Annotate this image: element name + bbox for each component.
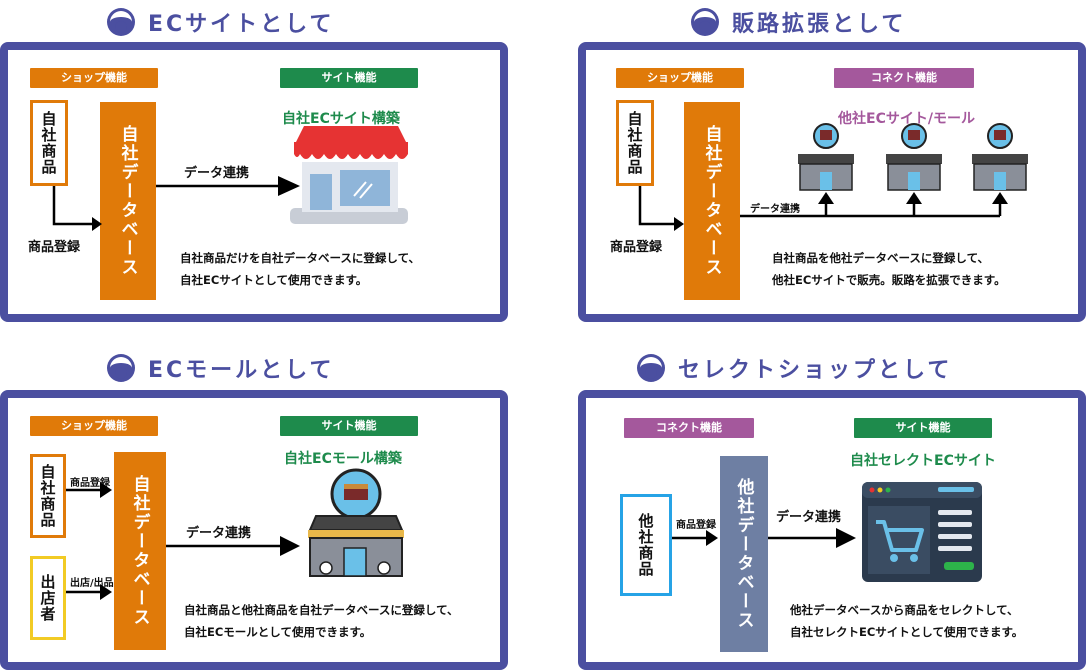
store-register-label: 出店/出品 [70, 578, 114, 589]
ec-site-browser-icon [862, 482, 982, 582]
tag-site-function: サイト機能 [280, 68, 418, 88]
title-ec-site: ECサイトとして [106, 6, 335, 38]
panel-ec-site: ショップ機能 サイト機能 自社商品 自社データベース 商品登録 データ連携 自社… [0, 42, 508, 322]
title-text: セレクトショップとして [678, 358, 953, 383]
partner-store-icons [798, 123, 1028, 191]
description-line-1: 自社商品だけを自社データベースに登録して、 [180, 251, 421, 265]
shop-store-icon [290, 126, 408, 224]
title-bullet-icon [691, 8, 719, 36]
panel-sales-channel: ショップ機能 コネクト機能 自社商品 自社データベース 商品登録 データ連携 他… [578, 42, 1086, 322]
tag-shop-function: ショップ機能 [30, 68, 158, 88]
site-heading: 自社ECモール構築 [284, 451, 402, 467]
register-label: 商品登録 [70, 478, 110, 489]
panel4-arrows [672, 528, 856, 548]
description-line-1: 自社商品を他社データベースに登録して、 [772, 251, 990, 265]
tag-site-function: サイト機能 [280, 416, 418, 436]
tag-shop-function: ショップ機能 [616, 68, 744, 88]
data-link-label: データ連携 [184, 166, 250, 181]
title-bullet-icon [107, 354, 135, 382]
description-line-1: 自社商品と他社商品を自社データベースに登録して、 [184, 603, 459, 617]
title-bullet-icon [637, 354, 665, 382]
partner-store-1-icon [798, 123, 854, 191]
description-line-2: 自社ECサイトとして使用できます。 [180, 273, 368, 287]
own-database-bar: 自社データベース [114, 452, 166, 650]
title-text: 販路拡張として [732, 12, 907, 37]
partner-store-2-icon [886, 123, 942, 191]
panel3-arrows [66, 482, 300, 600]
tag-connect-function: コネクト機能 [834, 68, 974, 88]
data-link-label: データ連携 [776, 510, 842, 525]
title-select-shop: セレクトショップとして [636, 352, 952, 384]
partner-store-3-icon [972, 123, 1028, 191]
title-bullet-icon [107, 8, 135, 36]
other-database-bar: 他社データベース [720, 456, 768, 652]
panel-select-shop: コネクト機能 サイト機能 他社商品 他社データベース 商品登録 データ連携 自社… [578, 390, 1086, 670]
other-products-box: 他社商品 [620, 494, 672, 596]
panel1-arrows [52, 176, 300, 231]
tag-site-function: サイト機能 [854, 418, 992, 438]
data-link-label: データ連携 [186, 526, 252, 541]
own-products-box: 自社商品 [30, 454, 66, 538]
title-text: ECサイトとして [148, 12, 335, 37]
register-label: 商品登録 [610, 240, 663, 255]
title-sales-channel: 販路拡張として [690, 6, 906, 38]
description-line-1: 他社データベースから商品をセレクトして、 [790, 603, 1019, 617]
own-products-box: 自社商品 [30, 100, 68, 186]
data-link-label: データ連携 [750, 204, 800, 215]
store-owner-box: 出店者 [30, 556, 66, 640]
tag-connect-function: コネクト機能 [624, 418, 754, 438]
panel-ec-mall: ショップ機能 サイト機能 自社商品 出店者 自社データベース 商品登録 出店/出… [0, 390, 508, 670]
description-line-2: 自社セレクトECサイトとして使用できます。 [790, 625, 1024, 639]
register-label: 商品登録 [676, 520, 716, 531]
own-database-bar: 自社データベース [684, 102, 740, 300]
mall-building-icon [308, 468, 404, 577]
own-database-bar: 自社データベース [100, 102, 156, 300]
site-heading: 他社ECサイト/モール [838, 111, 975, 127]
tag-shop-function: ショップ機能 [30, 416, 158, 436]
site-heading: 自社ECサイト構築 [282, 111, 400, 127]
title-ec-mall: ECモールとして [106, 352, 335, 384]
description-line-2: 自社ECモールとして使用できます。 [184, 625, 372, 639]
description-line-2: 他社ECサイトで販売。販路を拡張できます。 [772, 273, 1006, 287]
register-label: 商品登録 [28, 240, 81, 255]
site-heading: 自社セレクトECサイト [850, 453, 996, 469]
title-text: ECモールとして [148, 358, 335, 383]
panel2-arrows [638, 186, 1008, 231]
own-products-box: 自社商品 [616, 100, 654, 186]
